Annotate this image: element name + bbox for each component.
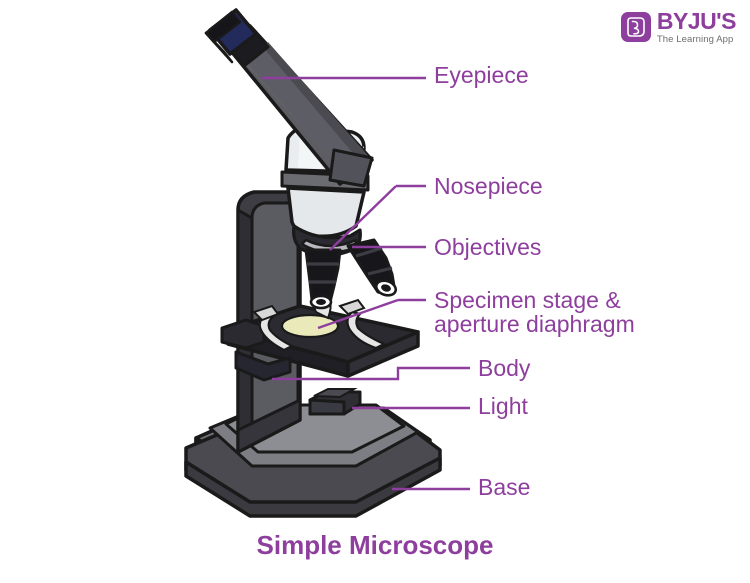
label-base: Base xyxy=(478,474,531,500)
brand-name: BYJU'S xyxy=(656,8,737,34)
byjus-logo: BYJU'S The Learning App xyxy=(620,8,737,45)
byjus-logo-text: BYJU'S The Learning App xyxy=(656,8,737,45)
objective-lenses xyxy=(304,238,398,310)
byjus-b-icon xyxy=(620,12,651,43)
objective-left xyxy=(304,248,342,310)
specimen-stage xyxy=(220,296,420,382)
label-specimen-stage-line2: aperture diaphragm xyxy=(434,311,635,338)
brand-tagline: The Learning App xyxy=(656,34,734,45)
objective-right xyxy=(346,238,398,297)
leader-nosepiece xyxy=(329,185,397,251)
label-eyepiece: Eyepiece xyxy=(434,62,529,88)
leader-lines xyxy=(262,76,470,491)
label-specimen-stage-line1: Specimen stage & xyxy=(434,287,621,313)
light-source xyxy=(308,388,362,416)
page-title: Simple Microscope xyxy=(256,530,494,560)
label-body: Body xyxy=(478,355,531,381)
stage-clip-left xyxy=(258,312,294,352)
label-objectives: Objectives xyxy=(434,234,542,260)
label-specimen-stage: Specimen stage & aperture diaphragm xyxy=(434,288,734,336)
label-nosepiece: Nosepiece xyxy=(434,173,543,199)
leader-body xyxy=(272,366,470,381)
eyepiece-tube xyxy=(204,8,374,188)
leader-specimen xyxy=(317,298,399,330)
microscope-base xyxy=(184,403,442,518)
specimen-slide xyxy=(280,313,340,339)
label-light: Light xyxy=(478,393,528,419)
